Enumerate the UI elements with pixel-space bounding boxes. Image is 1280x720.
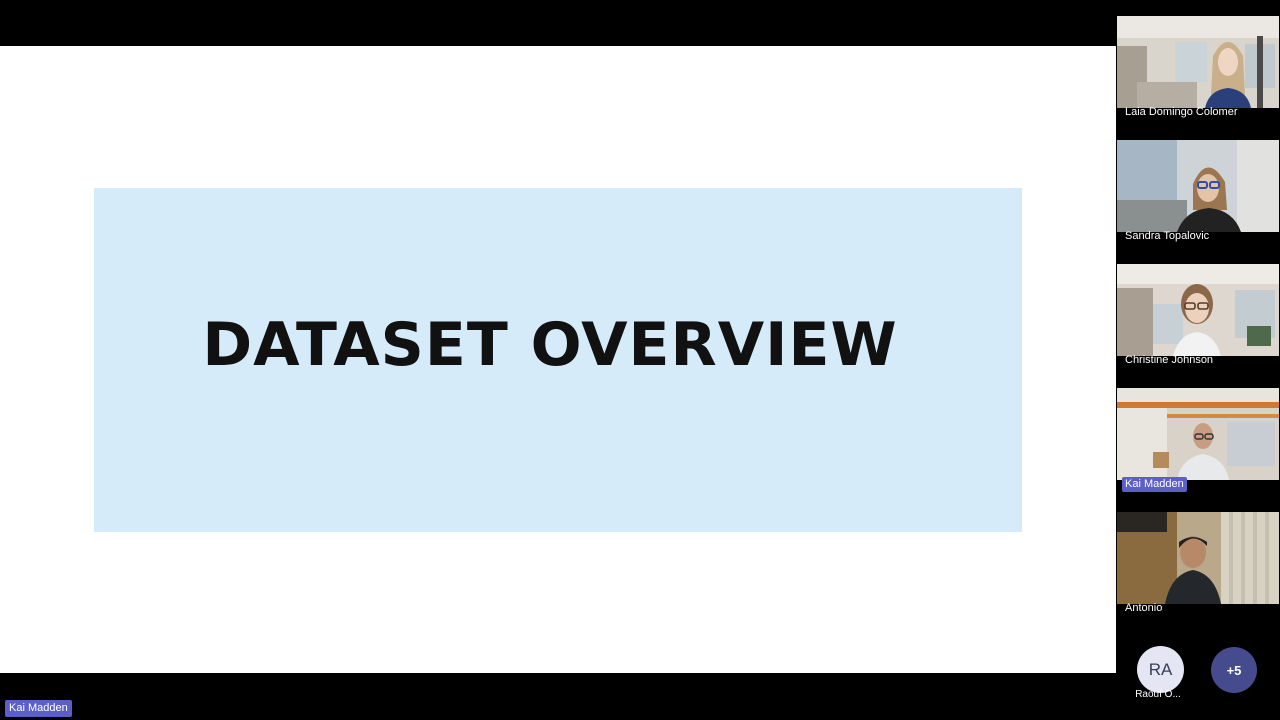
participant-name-label: Antonio [1125,602,1163,614]
more-participants-button[interactable]: +5 [1211,647,1257,693]
participant-name-label: Christine Johnson [1125,354,1214,366]
participant-name-label: Laia Domingo Colomer [1125,106,1238,118]
video-feed-image [1117,264,1279,356]
participant-video-tile[interactable] [1117,388,1279,480]
video-feed-image [1117,16,1279,108]
slide-banner: DATASET OVERVIEW [94,188,1022,532]
participant-video-tile[interactable] [1117,512,1279,604]
participant-name-label: Sandra Topalovic [1125,230,1210,242]
participant-name-label-active: Kai Madden [1122,477,1187,492]
slide-title: DATASET OVERVIEW [202,310,898,380]
participant-video-tile[interactable] [1117,264,1279,356]
video-feed-image [1117,140,1279,232]
participant-avatar[interactable]: RA [1137,646,1184,693]
participant-video-tile[interactable] [1117,16,1279,108]
video-feed-image [1117,388,1279,480]
shared-screen: DATASET OVERVIEW [0,46,1116,673]
participant-avatar-name: Raouf O... [1135,689,1181,700]
video-feed-image [1117,512,1279,604]
participant-video-tile[interactable] [1117,140,1279,232]
presenter-name-tag: Kai Madden [5,700,72,717]
